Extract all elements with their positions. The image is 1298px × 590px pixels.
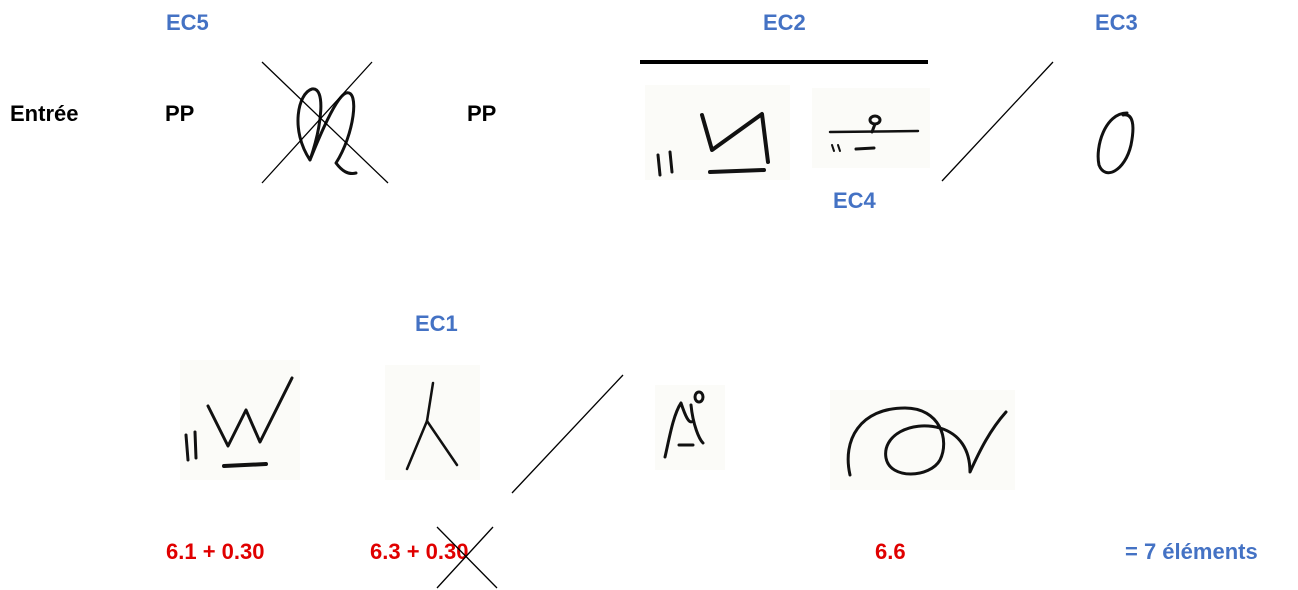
label-ec1: EC1: [415, 311, 458, 336]
straddle-symbol: [828, 114, 920, 152]
value-6-6: 6.6: [875, 539, 906, 564]
label-ec4: EC4: [833, 188, 876, 213]
ec1-slash: [511, 374, 624, 494]
label-entree: Entrée: [10, 101, 79, 126]
hook-symbol: [663, 390, 705, 459]
label-pp-left: PP: [165, 101, 195, 126]
mount-symbol: [656, 112, 770, 177]
ec3-slash: [941, 61, 1054, 182]
label-ec3: EC3: [1095, 10, 1138, 35]
value-6-1-plus-0-30: 6.1 + 0.30: [166, 539, 265, 564]
total-elements: = 7 éléments: [1125, 539, 1258, 564]
label-pp-right: PP: [467, 101, 497, 126]
spiral-symbol: [846, 406, 1008, 477]
label-ec5: EC5: [166, 10, 209, 35]
loop-symbol: [296, 87, 358, 175]
symbol-scan-straddle: [812, 88, 930, 168]
zero-symbol: [1096, 111, 1135, 175]
value-6-3-plus-0-30: 6.3 + 0.30: [370, 539, 469, 564]
w-symbol: [184, 376, 294, 468]
lambda-symbol: [405, 381, 459, 471]
label-ec2: EC2: [763, 10, 806, 35]
